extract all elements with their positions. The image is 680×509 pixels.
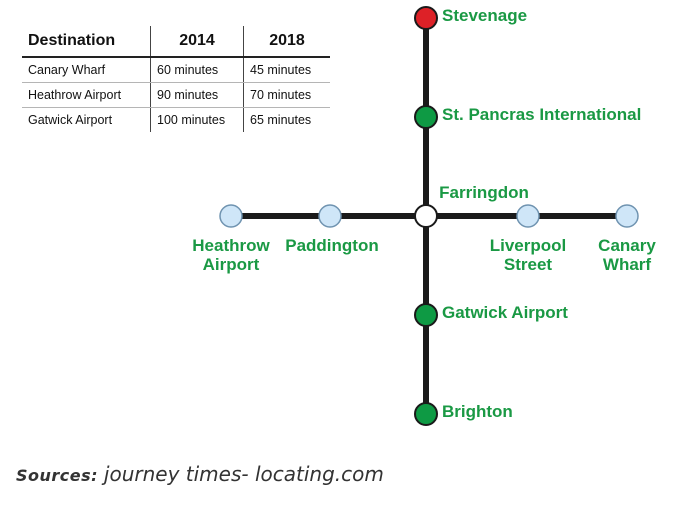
station-label-farringdon: Farringdon: [439, 183, 529, 202]
station-label-brighton: Brighton: [442, 402, 513, 421]
station-label-gatwick: Gatwick Airport: [442, 303, 568, 322]
journey-times-table: Destination 2014 2018 Canary Wharf 60 mi…: [22, 26, 330, 132]
table-header-row: Destination 2014 2018: [22, 26, 330, 58]
station-marker-heathrow: [219, 204, 243, 228]
station-marker-canary-wharf: [615, 204, 639, 228]
station-label-st-pancras: St. Pancras International: [442, 105, 641, 124]
table-cell: 70 minutes: [243, 82, 330, 108]
table-cell: 90 minutes: [150, 82, 244, 108]
table-cell: Gatwick Airport: [28, 113, 113, 127]
table-cell: Heathrow Airport: [22, 82, 151, 108]
sources-caption: Sources: journey times- locating.com: [16, 462, 384, 487]
station-marker-liverpool-street: [516, 204, 540, 228]
table-cell: Canary Wharf: [22, 57, 151, 83]
station-marker-brighton: [414, 402, 438, 426]
station-marker-gatwick: [414, 303, 438, 327]
column-header-2014: 2014: [150, 26, 244, 58]
station-marker-stevenage: [414, 6, 438, 30]
station-marker-paddington: [318, 204, 342, 228]
sources-label: Sources:: [16, 466, 99, 485]
table-row: Heathrow Airport 90 minutes 70 minutes: [22, 82, 330, 108]
table-row: Gatwick Airport 100 minutes 65 minutes: [22, 107, 330, 132]
station-marker-st-pancras: [414, 105, 438, 129]
station-marker-farringdon: [414, 204, 438, 228]
table-cell: 45 minutes: [243, 57, 330, 83]
table-cell: 60 minutes: [150, 57, 244, 83]
table-cell: 65 minutes: [243, 107, 330, 132]
table-row: Canary Wharf 60 minutes 45 minutes: [22, 57, 330, 83]
sources-text: journey times- locating.com: [103, 462, 384, 486]
table-cell: 100 minutes: [150, 107, 244, 132]
station-label-paddington: Paddington: [285, 236, 378, 255]
column-header-destination: Destination: [22, 26, 151, 58]
column-header-2018: 2018: [243, 26, 330, 58]
station-label-stevenage: Stevenage: [442, 6, 527, 25]
